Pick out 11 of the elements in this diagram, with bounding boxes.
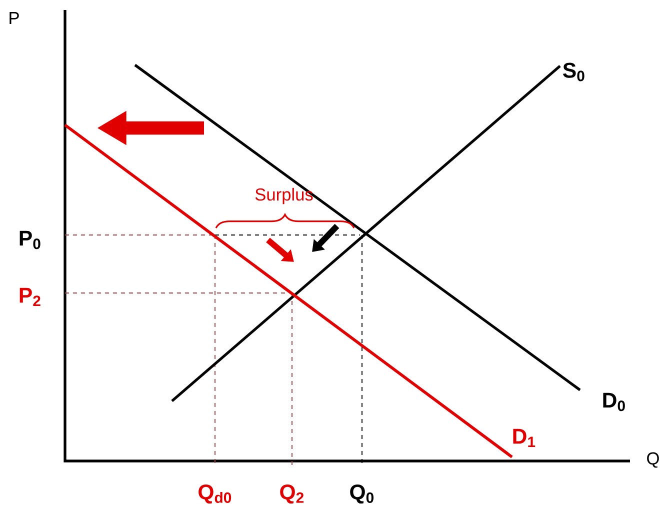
price-label: P$_{0}$ bbox=[20, 230, 40, 250]
quantity-label: Q$_{d0}$ bbox=[198, 484, 232, 504]
axis-label: P bbox=[10, 12, 19, 24]
quantity-label: Q$_{0}$ bbox=[350, 484, 374, 504]
quantity-label: Q$_{2}$ bbox=[280, 484, 304, 504]
curve-label: D$_{0}$ bbox=[603, 392, 625, 412]
curve-label: D$_{1}$ bbox=[513, 428, 536, 448]
curve-label: S$_{0}$ bbox=[563, 62, 584, 82]
axis-label: Q bbox=[647, 452, 659, 468]
bracket-label: Surplus bbox=[255, 188, 313, 204]
price-label: P$_{2}$ bbox=[20, 288, 40, 306]
